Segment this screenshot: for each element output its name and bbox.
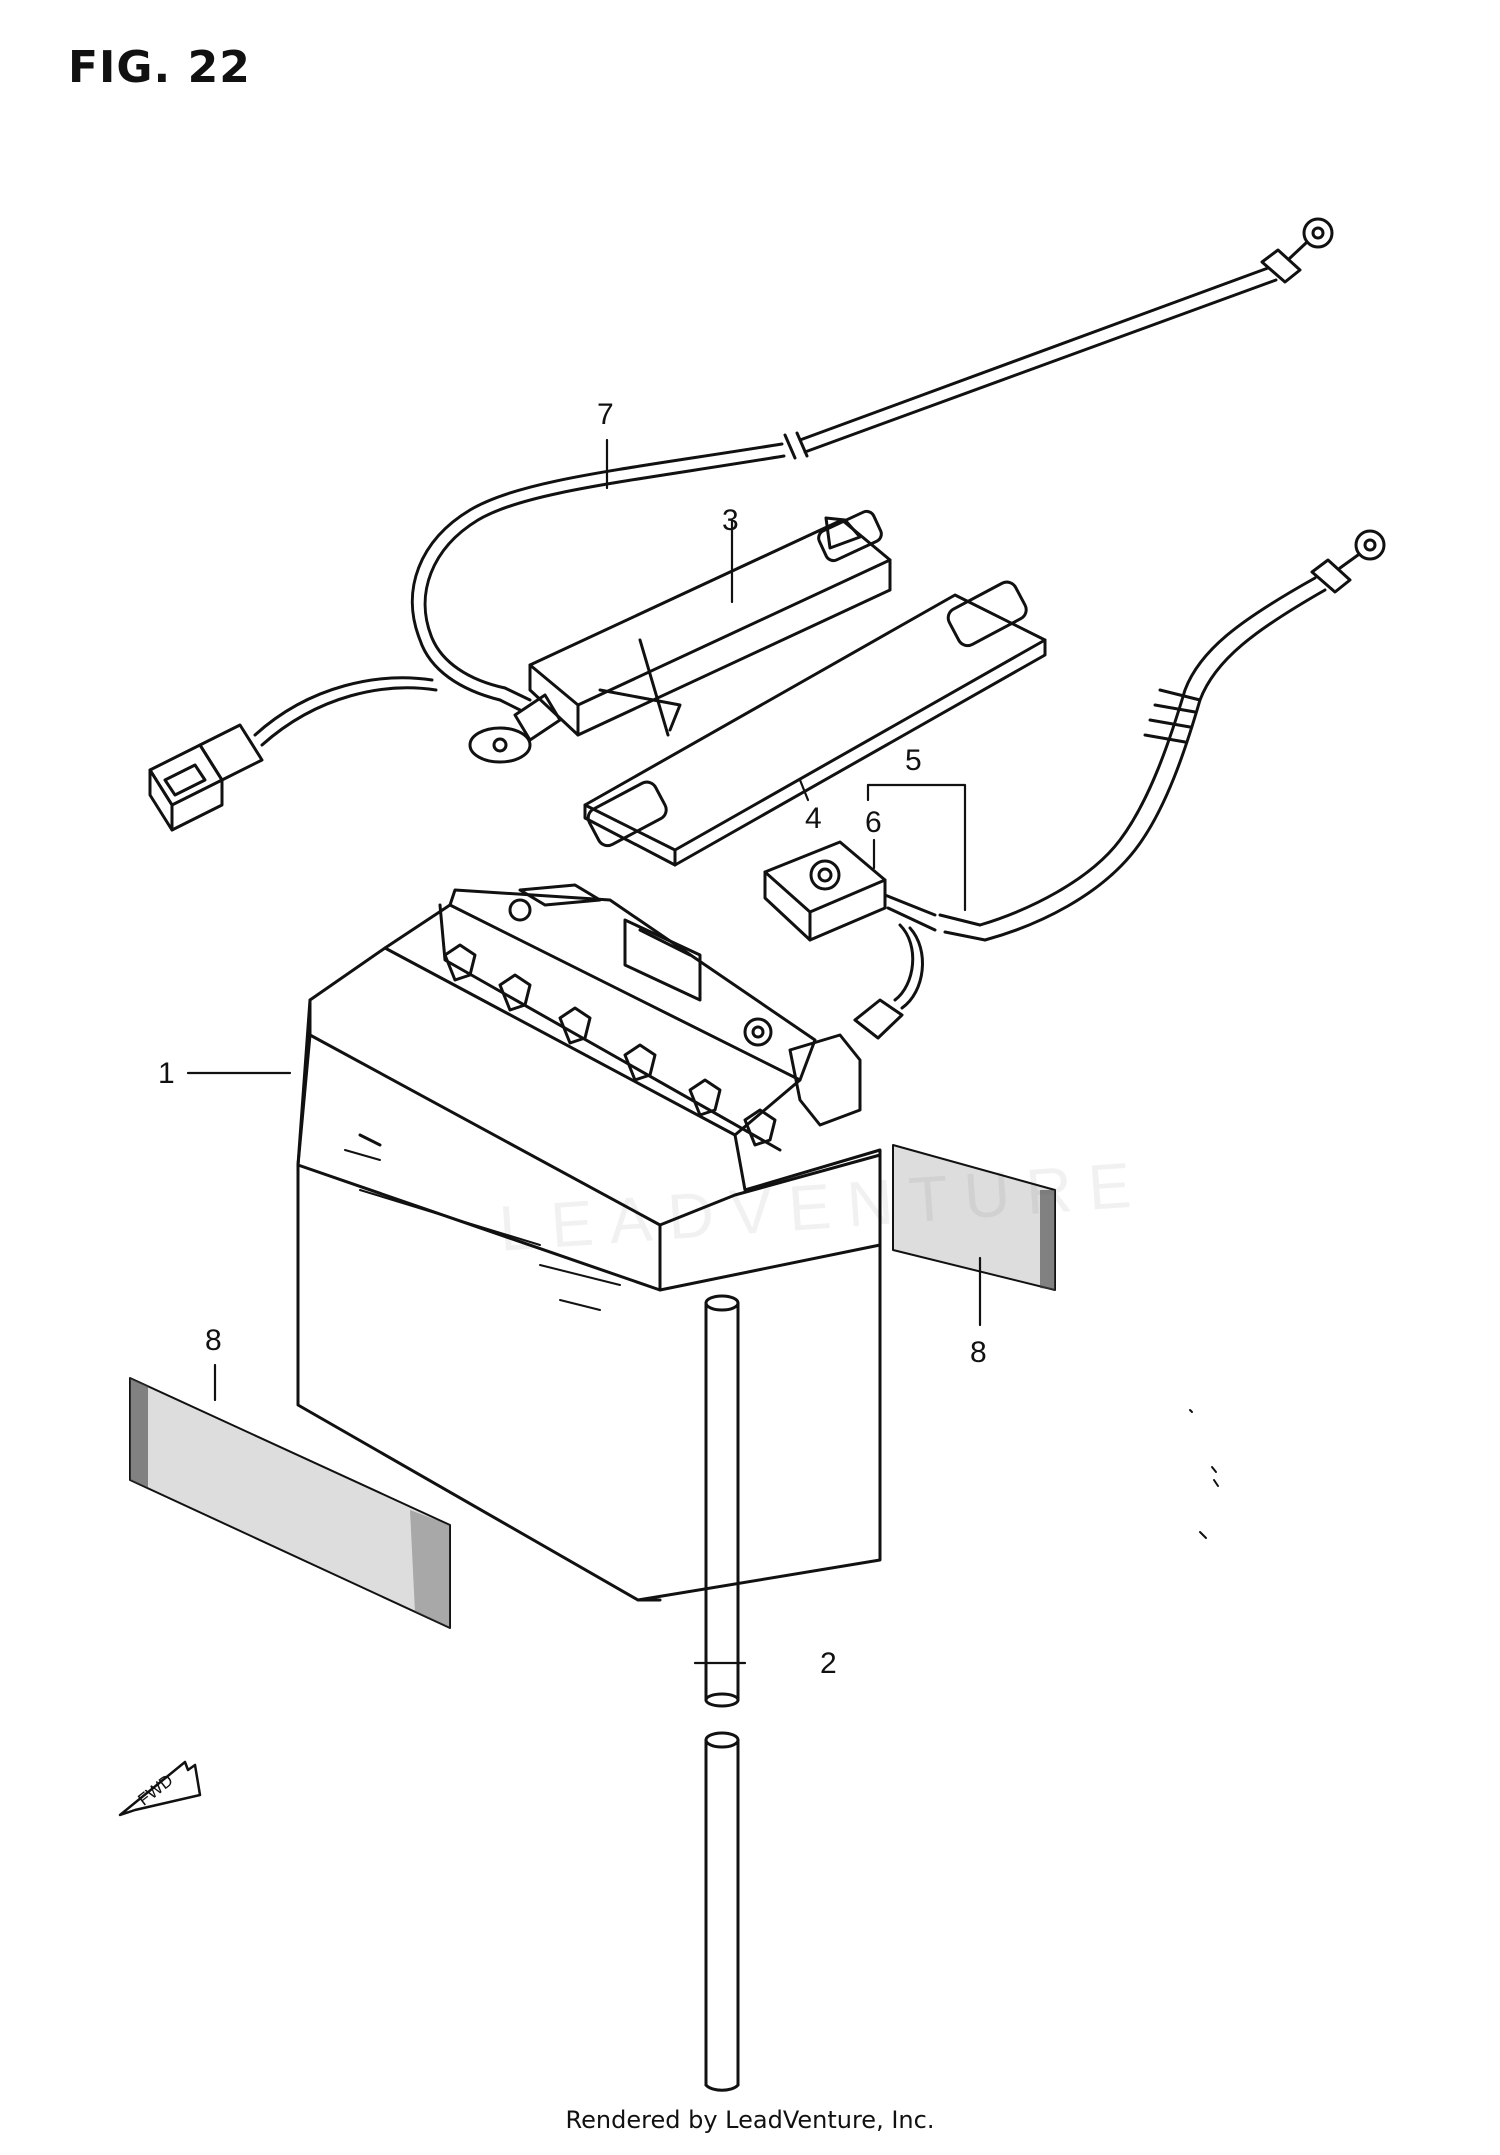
- callout-6: 6: [865, 806, 882, 839]
- callout-8-left: 8: [205, 1324, 222, 1357]
- battery-pad-right[interactable]: [892, 1144, 1056, 1291]
- callout-4: 4: [805, 802, 822, 835]
- footer-credit: Rendered by LeadVenture, Inc.: [565, 2106, 935, 2134]
- callout-8-right: 8: [970, 1336, 987, 1369]
- callout-5: 5: [905, 744, 922, 777]
- battery-pad-left[interactable]: [129, 1377, 451, 1629]
- callout-1: 1: [158, 1057, 175, 1090]
- terminal-cover[interactable]: [763, 840, 937, 1040]
- leader-4: [798, 778, 810, 802]
- scan-specks: [1189, 1409, 1219, 1539]
- battery-cable-lead[interactable]: [148, 217, 1334, 832]
- fwd-label: FWD: [134, 1771, 176, 1810]
- breather-hose[interactable]: [704, 1294, 740, 2092]
- battery-holder-upper[interactable]: [528, 509, 892, 737]
- vent-caps: [443, 943, 777, 1147]
- leader-lines: [186, 438, 982, 1665]
- battery[interactable]: [296, 883, 882, 1602]
- figure-title: FIG. 22: [68, 42, 251, 93]
- leader-5: [866, 783, 967, 912]
- battery-holder-lower[interactable]: [583, 579, 1047, 867]
- callout-2: 2: [820, 1647, 837, 1680]
- callout-7: 7: [597, 398, 614, 431]
- callout-3: 3: [722, 504, 739, 537]
- positive-cable[interactable]: [938, 529, 1386, 942]
- forward-arrow: FWD: [118, 1760, 202, 1817]
